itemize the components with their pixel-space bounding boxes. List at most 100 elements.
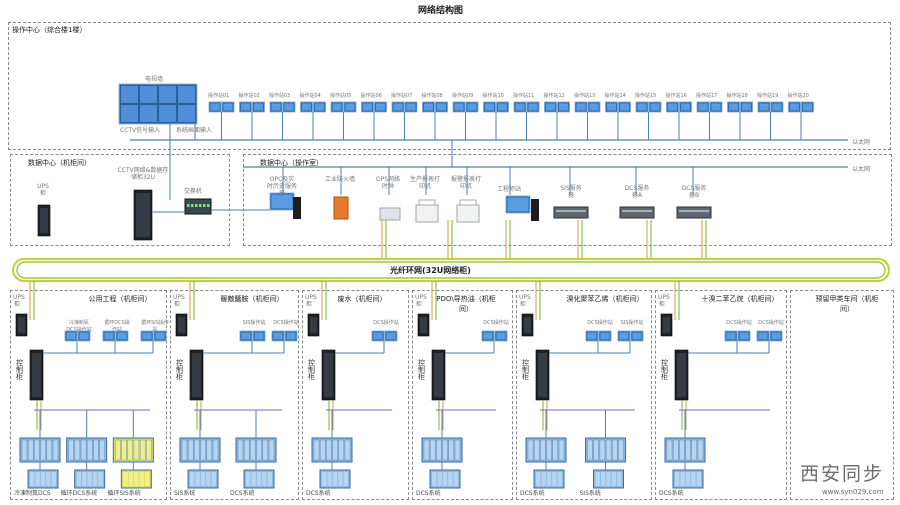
ethernet-label-1: 以太网 xyxy=(852,139,871,146)
io-module xyxy=(557,472,562,486)
io-module xyxy=(134,472,139,486)
io-module xyxy=(666,439,673,461)
io-module xyxy=(35,472,40,486)
printer-icon xyxy=(415,204,439,223)
io-module xyxy=(680,472,685,486)
io-module xyxy=(453,472,458,486)
io-module xyxy=(696,472,701,486)
io-module xyxy=(46,472,51,486)
unit-zone xyxy=(790,290,894,500)
workstation-label: DCS操作站 xyxy=(273,320,299,326)
io-module xyxy=(212,439,219,461)
switch-label: 交换机 xyxy=(184,188,203,195)
system-input-label: 系统画面输入 xyxy=(176,127,213,134)
switch-port xyxy=(191,204,194,207)
cabinet-panel xyxy=(324,353,333,397)
monitor-screen xyxy=(668,103,677,111)
unit-zone xyxy=(170,290,299,500)
dc-device-label: SIS服务器 xyxy=(560,185,582,199)
io-module xyxy=(80,439,87,461)
monitor-screen xyxy=(363,103,372,111)
system-label: 循环SIS系统 xyxy=(107,490,141,497)
io-module xyxy=(93,439,99,461)
io-module xyxy=(448,472,453,486)
monitor-screen xyxy=(589,103,599,111)
ups-label: UPS柜 xyxy=(173,294,185,308)
monitor-screen xyxy=(284,103,294,111)
io-module xyxy=(552,472,557,486)
monitor-screen xyxy=(373,332,383,340)
video-wall-panel xyxy=(159,86,176,103)
workstation-label: 循环SIS操作站 xyxy=(141,320,169,333)
station-label: 操作站17 xyxy=(696,93,718,99)
io-module xyxy=(76,472,82,486)
server-slot xyxy=(622,210,652,212)
monitor-screen xyxy=(620,103,629,111)
dc-device-label: DCS服务器A xyxy=(624,185,650,199)
io-module xyxy=(40,439,46,461)
server-icon xyxy=(676,206,712,219)
io-module xyxy=(144,472,150,486)
station-label: 操作站01 xyxy=(208,93,230,99)
fiber-ring xyxy=(11,257,891,283)
io-module xyxy=(256,439,262,461)
monitor-screen xyxy=(759,103,769,111)
cctv-input-label: CCTV信号输入 xyxy=(120,127,161,134)
io-module xyxy=(115,439,121,461)
video-wall-label: 电视墙 xyxy=(145,76,164,83)
station-label: 操作站06 xyxy=(360,93,382,99)
station-label: 操作站12 xyxy=(543,93,565,99)
unit-title: 暖敵醬胺（机柜间） xyxy=(220,295,284,303)
io-module xyxy=(322,472,327,486)
monitor-screen xyxy=(386,332,396,340)
io-module xyxy=(262,472,267,486)
io-module xyxy=(593,439,599,461)
unit-title: 预留甲类车间（机柜间） xyxy=(815,295,879,313)
cabinet-panel xyxy=(32,353,41,397)
io-module xyxy=(448,439,454,461)
io-module xyxy=(40,472,46,486)
cabinet-panel xyxy=(136,193,150,237)
io-module xyxy=(327,472,332,486)
firewall-icon xyxy=(333,196,349,220)
io-module xyxy=(540,439,546,461)
monitor-screen xyxy=(117,332,127,340)
printer-icon xyxy=(456,204,480,223)
monitor-screen xyxy=(210,103,220,111)
io-module xyxy=(146,439,152,461)
io-module xyxy=(332,472,338,486)
video-wall-panel xyxy=(140,105,157,122)
video-wall-panel xyxy=(121,86,138,103)
io-module xyxy=(34,439,40,461)
dc-ops-label: 数据中心（操作室） xyxy=(260,159,323,167)
cabinet-panel xyxy=(178,317,185,333)
station-label: 操作站16 xyxy=(665,93,687,99)
io-module xyxy=(195,472,200,486)
io-module xyxy=(87,472,92,486)
io-module xyxy=(599,439,606,461)
ups-label: UPS柜 xyxy=(658,294,670,308)
monitor-screen xyxy=(528,103,538,111)
io-module xyxy=(98,472,103,486)
workstation-label: DCS操作站 xyxy=(726,320,752,326)
io-module xyxy=(454,439,461,461)
io-module xyxy=(128,472,134,486)
ups-label: UPS柜 xyxy=(13,294,25,308)
video-wall-panel xyxy=(121,105,138,122)
station-label: 操作站02 xyxy=(238,93,260,99)
workstation-label: 冷凍制氮DCS操作站 xyxy=(66,320,92,333)
io-module xyxy=(181,439,188,461)
io-module xyxy=(326,439,332,461)
io-module xyxy=(338,439,344,461)
io-module xyxy=(343,472,348,486)
io-module xyxy=(552,439,558,461)
io-module xyxy=(691,472,696,486)
unit-zone xyxy=(10,290,167,500)
io-module xyxy=(685,439,691,461)
io-module xyxy=(99,439,105,461)
workstation-label: DCS操作站 xyxy=(587,320,613,326)
io-module xyxy=(187,439,194,461)
station-label: 操作站14 xyxy=(604,93,626,99)
ethernet-label-2: 以太网 xyxy=(852,166,871,173)
unit-zone xyxy=(516,290,652,500)
